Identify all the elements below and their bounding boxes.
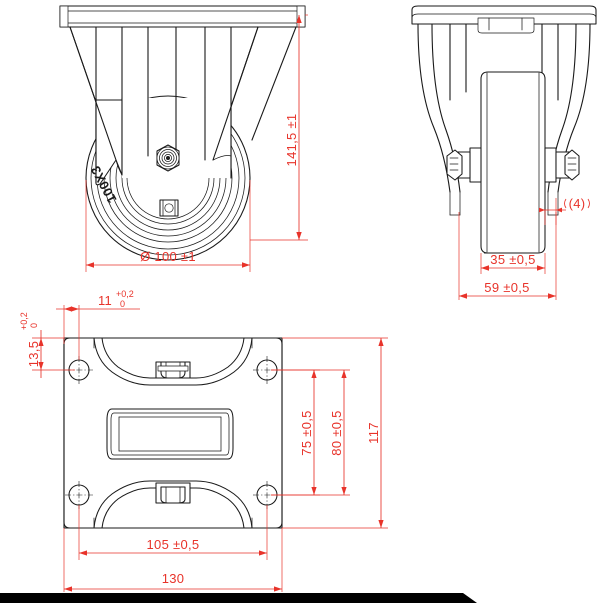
bolt-hole-bottom-right [253,481,281,509]
side-view: (4) 35 ±0,5 59 ±0,5 [411,5,597,300]
dim-hole-pitch-105: 105 ±0,5 [78,505,268,560]
dim-fork-width-text: 59 ±0,5 [484,280,529,295]
front-view-tread-detail [159,199,179,217]
dim-front-height-text: 141,5 ±1 [284,114,299,167]
plan-view: 11 +0,2 0 13,5 +0,2 0 75 ±0,5 [19,289,388,592]
dim-hole-inset-x-tol-lower: 0 [120,299,125,309]
dim-hole-pitch-105-text: 105 ±0,5 [147,537,200,552]
side-view-wheel [480,71,546,254]
plan-view-lower-arch [93,480,253,529]
dim-offset-4-text: (4) [569,196,586,211]
front-view-fork-overlay [69,26,259,186]
bolt-hole-bottom-left [65,481,93,509]
plan-view-lower-nut [155,482,191,504]
dim-front-height: 141,5 ±1 [250,14,308,241]
footer-bar [0,593,477,603]
dim-hole-inset-y-tol-upper: +0,2 [19,312,29,330]
side-view-axle [446,147,580,183]
dim-fork-width: 59 ±0,5 [458,212,557,300]
front-view: 100X3 141,5 ±1 Ø 100 ±1 [59,5,308,272]
plan-view-upper-arch [93,337,253,386]
dim-hole-pitch-80: 80 ±0,5 [271,369,350,496]
dim-wheel-width-text: 35 ±0,5 [490,252,535,267]
dim-plate-width-130: 130 [63,528,283,592]
dim-hole-inset-x-tol-upper: +0,2 [116,289,134,299]
front-view-top-plate [59,5,306,28]
dim-plate-depth-117: 117 [282,337,388,529]
dim-hole-pitch-80-text: 80 ±0,5 [329,410,344,455]
dim-hole-inset-y-tol-lower: 0 [29,323,39,328]
dim-hole-pitch-75-text: 75 ±0,5 [299,410,314,455]
plan-view-bolt-holes [65,356,281,509]
dim-hole-inset-y-text: 13,5 [26,341,41,368]
plan-view-center-slot [106,408,234,460]
dim-wheel-width: 35 ±0,5 [480,252,546,274]
dim-wheel-diameter-text: Ø 100 ±1 [140,249,196,264]
dim-plate-depth-117-text: 117 [366,422,381,444]
front-view-fork [69,26,297,184]
dim-plate-width-130-text: 130 [162,571,185,586]
front-view-axle-nut [156,144,180,172]
dim-wheel-diameter: Ø 100 ±1 [85,180,251,272]
dim-hole-inset-y: 13,5 +0,2 0 [19,312,75,378]
dim-hole-inset-x-text: 11 [98,293,112,308]
dim-offset-4: (4) [539,196,590,225]
side-view-top-plate [411,5,597,34]
dim-hole-inset-x: 11 +0,2 0 [56,289,140,360]
plan-view-upper-nut [155,361,191,379]
